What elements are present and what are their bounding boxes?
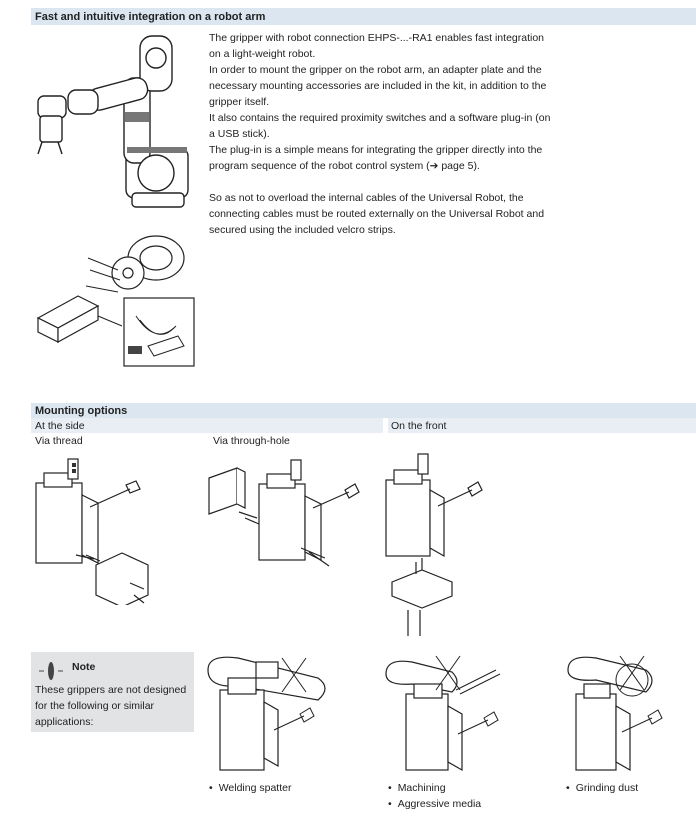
paragraph-plugin: The plug-in is a simple means for integr… (209, 144, 543, 172)
intro-text-block: The gripper with robot connection EHPS-.… (209, 30, 554, 238)
paragraph-usb: It also contains the required proximity … (209, 112, 551, 140)
subheader-front-band (388, 418, 696, 433)
label-via-through-hole: Via through-hole (213, 435, 290, 447)
note-box: Note These grippers are not designed for… (31, 652, 194, 732)
bullet-machining: Machining (388, 780, 446, 796)
note-text: These grippers are not designed for the … (35, 684, 187, 728)
mounting-on-front-illustration (385, 453, 483, 636)
bullet-welding-spatter: Welding spatter (209, 780, 292, 796)
label-at-the-side: At the side (35, 420, 85, 432)
machining-illustration (385, 655, 501, 772)
mounting-via-through-hole-illustration (208, 459, 360, 567)
grinding-dust-illustration (567, 655, 663, 772)
robot-arm-illustration (37, 35, 189, 208)
note-title: Note (72, 661, 96, 673)
section-title: Fast and intuitive integration on a robo… (35, 11, 266, 23)
note-icon (39, 662, 63, 680)
section-header-integration: Fast and intuitive integration on a robo… (31, 8, 696, 25)
bullet-aggressive-media: Aggressive media (388, 796, 481, 812)
welding-spatter-illustration (207, 656, 326, 771)
paragraph-mounting-kit: In order to mount the gripper on the rob… (209, 64, 547, 108)
paragraph-intro: The gripper with robot connection EHPS-.… (209, 32, 545, 60)
paragraph-cables: So as not to overload the internal cable… (209, 192, 545, 236)
mounting-via-thread-illustration (35, 458, 149, 605)
section-title: Mounting options (35, 405, 128, 417)
subheader-side-band (31, 418, 383, 433)
label-on-the-front: On the front (391, 420, 447, 432)
bullet-grinding-dust: Grinding dust (566, 780, 638, 796)
exploded-mounting-illustration (36, 235, 195, 367)
label-via-thread: Via thread (35, 435, 83, 447)
section-header-mounting: Mounting options (31, 403, 696, 418)
